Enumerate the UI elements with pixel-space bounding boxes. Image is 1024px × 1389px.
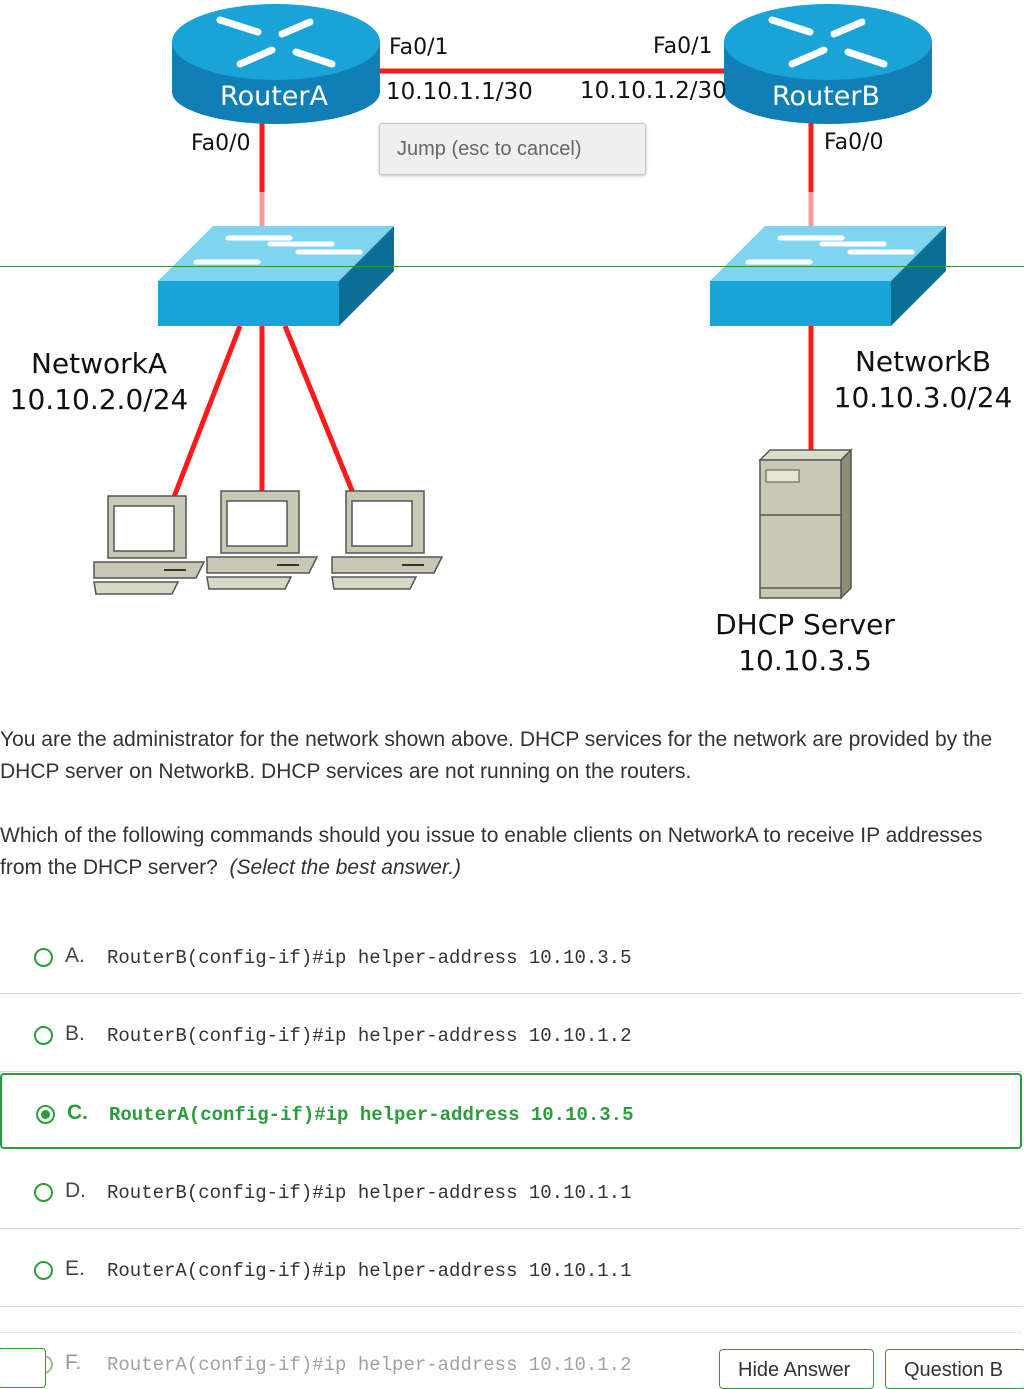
routerB-label: RouterB [772,81,880,112]
routerA-label: RouterA [220,81,328,112]
question-prompt: Which of the following commands should y… [0,824,983,879]
question-text: You are the administrator for the networ… [0,724,1015,916]
pc1-link [171,325,243,498]
server-name: DHCP Server [715,608,895,641]
option-letter: F. [65,1351,82,1374]
network-diagram: RouterA RouterB Fa0/1 Fa0/1 10.10.1.1/30… [10,4,1013,677]
networkA-name: NetworkA [31,347,167,380]
question-paragraph-2: Which of the following commands should y… [0,820,1015,884]
networkB-name: NetworkB [855,345,991,378]
routerA-fa00-label: Fa0/0 [191,131,251,156]
answer-option-a[interactable]: A. RouterB(config-if)#ip helper-address … [0,918,1022,994]
option-command: RouterA(config-if)#ip helper-address 10.… [109,1104,634,1126]
switchA-icon [158,226,394,326]
option-command: RouterB(config-if)#ip helper-address 10.… [107,1025,632,1047]
radio-button[interactable] [34,1183,53,1202]
option-command: RouterB(config-if)#ip helper-address 10.… [107,947,632,969]
option-letter: B. [65,1022,85,1045]
jump-overlay[interactable]: Jump (esc to cancel) [379,123,646,175]
routerB-ip-label: 10.10.1.2/30 [580,78,727,104]
pc3-link [282,325,356,494]
answer-option-d[interactable]: D. RouterB(config-if)#ip helper-address … [0,1153,1022,1229]
back-button[interactable] [0,1348,46,1388]
option-letter: C. [67,1101,88,1124]
option-command: RouterB(config-if)#ip helper-address 10.… [107,1182,632,1204]
pc-icon [93,495,206,595]
option-letter: D. [65,1179,86,1202]
hide-answer-button[interactable]: Hide Answer [719,1349,874,1389]
option-letter: A. [65,944,85,967]
radio-button[interactable] [34,948,53,967]
answer-option-e[interactable]: E. RouterA(config-if)#ip helper-address … [0,1231,1022,1307]
server-icon [758,448,853,600]
question-hint: (Select the best answer.) [229,856,462,879]
routerB-fa01-label: Fa0/1 [653,34,713,59]
next-question-button[interactable]: Question B [885,1349,1024,1389]
question-paragraph-1: You are the administrator for the networ… [0,728,993,783]
routerA-icon: RouterA [172,4,380,124]
radio-button-selected[interactable] [36,1105,55,1124]
option-letter: E. [65,1257,85,1280]
networkB-subnet: 10.10.3.0/24 [834,381,1013,414]
routerB-icon: RouterB [724,4,932,124]
answer-option-c[interactable]: C. RouterA(config-if)#ip helper-address … [0,1073,1022,1149]
option-command: RouterA(config-if)#ip helper-address 10.… [107,1354,632,1376]
option-command: RouterA(config-if)#ip helper-address 10.… [107,1260,632,1282]
radio-button[interactable] [34,1026,53,1045]
pc-icon [331,490,444,590]
guide-line [0,266,1024,267]
radio-button[interactable] [34,1261,53,1280]
routerB-fa00-label: Fa0/0 [824,130,884,155]
routerA-ip-label: 10.10.1.1/30 [386,79,533,105]
routerA-fa01-label: Fa0/1 [389,35,449,60]
pc-icon [206,490,319,590]
answer-option-b[interactable]: B. RouterB(config-if)#ip helper-address … [0,996,1022,1072]
server-ip: 10.10.3.5 [738,644,872,677]
networkA-subnet: 10.10.2.0/24 [10,383,189,416]
switchB-icon [710,226,946,326]
